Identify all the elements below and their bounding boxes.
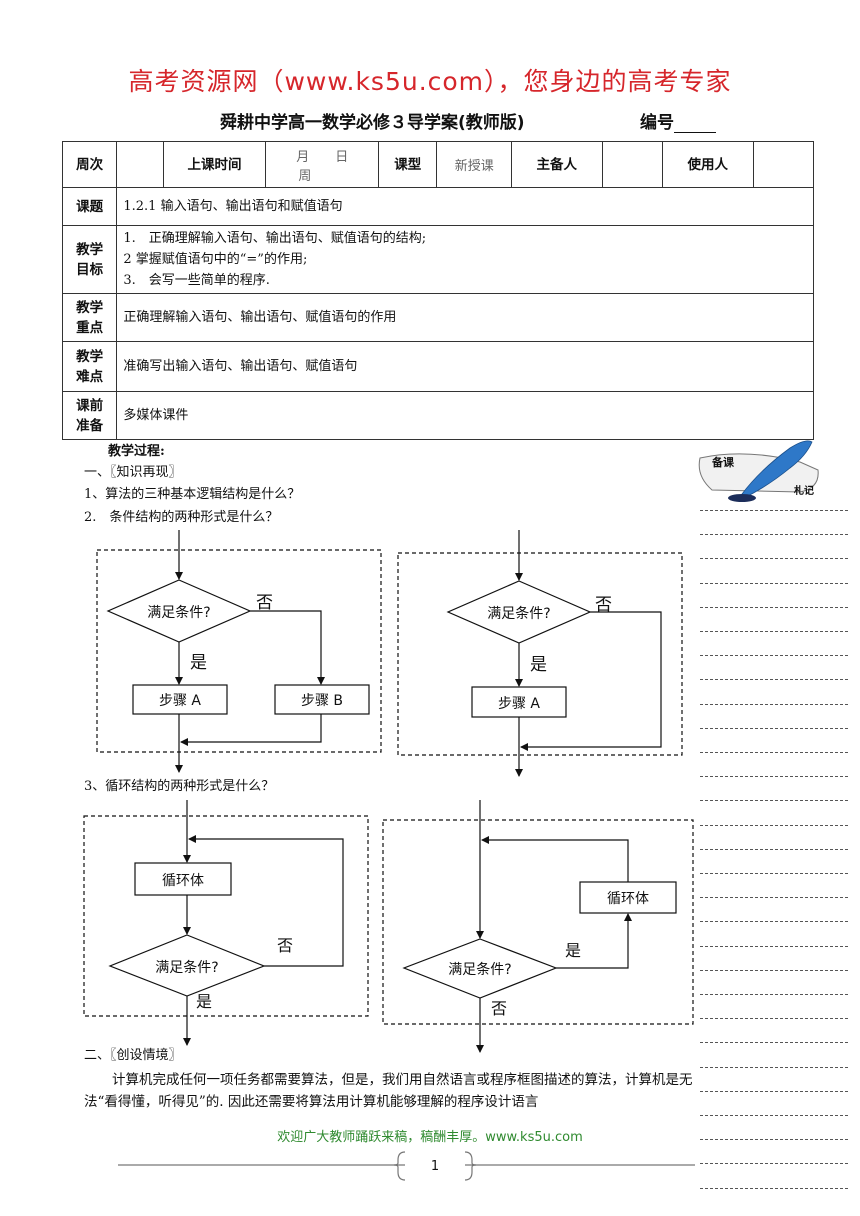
flowchart-3-frame: [83, 815, 369, 1017]
table-row: 教学重点 正确理解输入语句、输出语句、赋值语句的作用: [61, 293, 814, 342]
goal-item: 3. 会写一些简单的程序.: [123, 273, 270, 288]
preparer-label: 主备人: [510, 141, 603, 188]
fc1-step-b: [274, 684, 370, 715]
fc1-yes-label: 是: [190, 653, 207, 673]
key-value: 正确理解输入语句、输出语句、赋值语句的作用: [116, 293, 814, 342]
scenario-paragraph: 计算机完成任何一项任务都需要算法，但是，我们用自然语言或程序框图描述的算法，计算…: [84, 1072, 693, 1110]
goal-item: 1. 正确理解输入语句、输出语句、赋值语句的结构;: [123, 231, 427, 246]
question-1: 1、算法的三种基本逻辑结构是什么？: [84, 487, 301, 502]
week-char: 周: [298, 168, 312, 184]
fc3-loop-body: [134, 862, 232, 896]
section-knowledge: 一、〖知识再现〗: [84, 465, 182, 480]
process-heading: 教学过程:: [108, 444, 165, 459]
class-time-cell: 月 日 周: [265, 141, 380, 188]
user-label: 使用人: [661, 141, 754, 188]
fc3-no-loop: [188, 835, 344, 967]
document-title: 舜耕中学高一数学必修３导学案(教师版): [220, 113, 525, 133]
serial-label: 编号: [640, 113, 674, 133]
fc2-step-a-label: 步骤 A: [498, 696, 540, 712]
flowchart-2-frame: [397, 552, 683, 756]
month-day: 月 日: [296, 149, 349, 165]
goals-cell: 1. 正确理解输入语句、输出语句、赋值语句的结构; 2 掌握赋值语句中的“=”的…: [116, 225, 814, 294]
fc2-yes-label: 是: [530, 655, 547, 675]
footer-text: 欢迎广大教师踊跃来稿，稿酬丰厚。www.ks5u.com: [277, 1130, 583, 1145]
footer-rule: [118, 1151, 695, 1181]
difficult-value: 准确写出输入语句、输出语句、赋值语句: [116, 341, 814, 392]
quill-icon: 备课 札记: [698, 440, 819, 502]
fc4-condition-label: 满足条件?: [448, 961, 511, 978]
table-row: 教学难点 准确写出输入语句、输出语句、赋值语句: [61, 341, 814, 392]
page-number: 1: [431, 1159, 439, 1174]
table-row: 教学目标 1. 正确理解输入语句、输出语句、赋值语句的结构; 2 掌握赋值语句中…: [61, 225, 814, 294]
lesson-type-value: 新授课: [436, 141, 512, 188]
section-scenario: 二、〖创设情境〗: [84, 1048, 182, 1063]
fc1-no-label: 否: [256, 593, 273, 613]
fc3-yes-label: 是: [196, 992, 212, 1011]
fc2-no-arrow: [520, 611, 662, 751]
prep-label: 课前准备: [61, 391, 118, 440]
fc4-loop-back: [481, 836, 629, 882]
lesson-type-label: 课型: [378, 141, 438, 188]
key-label: 教学重点: [61, 293, 118, 342]
goal-item: 2 掌握赋值语句中的“=”的作用;: [123, 252, 308, 267]
fc2-no-label: 否: [595, 595, 612, 615]
table-row: 课前准备 多媒体课件: [61, 391, 814, 440]
badge-top-text: 备课: [711, 455, 735, 469]
prep-value: 多媒体课件: [116, 391, 814, 440]
fc1-merge-arrow: [180, 714, 322, 746]
site-banner: 高考资源网（www.ks5u.com），您身边的高考专家: [128, 67, 732, 96]
fc3-no-label: 否: [277, 936, 293, 955]
fc4-no-label: 否: [491, 999, 507, 1018]
fc4-loop-body-label: 循环体: [607, 891, 649, 907]
difficult-label: 教学难点: [61, 341, 118, 392]
goals-label: 教学目标: [61, 225, 118, 294]
badge-bottom-text: 札记: [793, 484, 814, 497]
fc1-condition-label: 满足条件?: [147, 604, 210, 621]
table-row: 周次 上课时间 月 日 周 课型 新授课 主备人 使用人: [61, 141, 815, 188]
fc2-step-a: [471, 686, 567, 718]
fc3-condition-label: 满足条件?: [155, 959, 218, 976]
flowchart-4-frame: [382, 819, 694, 1025]
difficult-label-text: 教学难点: [76, 348, 104, 385]
goals-label-text: 教学目标: [76, 241, 104, 278]
week-label: 周次: [61, 141, 118, 188]
prep-label-text: 课前准备: [76, 397, 104, 434]
question-2: 2. 条件结构的两种形式是什么？: [84, 510, 279, 525]
question-3: 3、循环结构的两种形式是什么？: [84, 779, 275, 794]
serial-number: 编号: [640, 108, 716, 133]
fc2-condition-label: 满足条件?: [487, 605, 550, 622]
key-label-text: 教学重点: [76, 299, 104, 336]
fc1-step-b-label: 步骤 B: [301, 693, 343, 709]
fc1-step-a-label: 步骤 A: [159, 693, 201, 709]
fc1-step-a: [132, 684, 228, 715]
fc4-yes-label: 是: [565, 941, 581, 960]
serial-blank: [674, 116, 716, 133]
lesson-info-table: 周次 上课时间 月 日 周 课型 新授课 主备人 使用人 课题 1.2.1 输入…: [61, 141, 815, 440]
fc1-no-arrow: [250, 610, 325, 685]
flowchart-1-frame: [96, 549, 382, 753]
fc3-loop-body-label: 循环体: [162, 873, 204, 889]
fc4-yes-arrow: [556, 913, 632, 969]
